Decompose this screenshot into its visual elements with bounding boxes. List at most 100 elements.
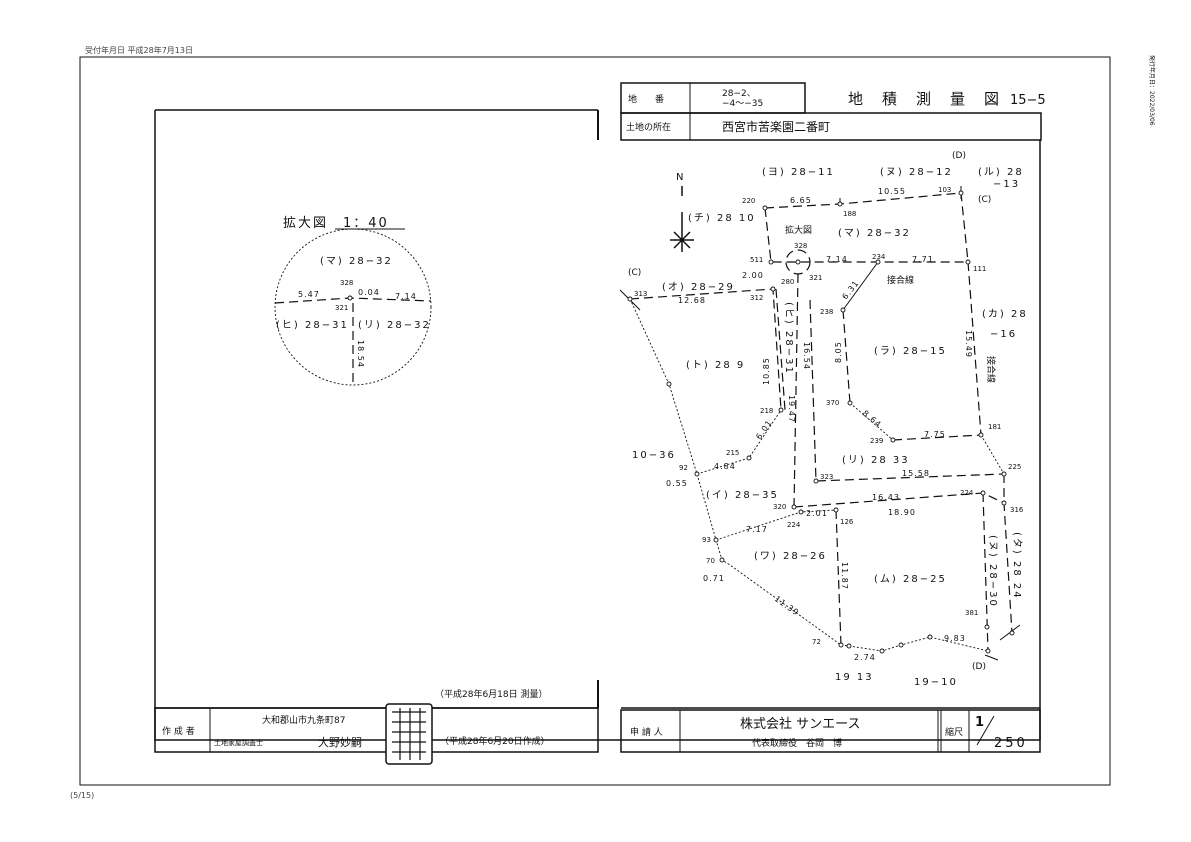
distance-label: 7.14 (826, 255, 848, 264)
point-label: 188 (843, 210, 856, 218)
point-label: 220 (742, 197, 755, 205)
created-date: （平成28年6月20日作成） (440, 735, 550, 747)
parcel-label: (ヌ) 28−12 (880, 167, 953, 178)
applicant-company: 株式会社 サンエース (740, 716, 860, 732)
lot-value-2: −4〜−35 (722, 99, 763, 109)
point-label: 511 (750, 256, 763, 264)
point-label: 93 (702, 536, 711, 544)
distance-labels: 6.65 10.55 7.71 7.14 2.00 12.68 6.31 16.… (666, 187, 973, 662)
parcel-label: (イ) 28−35 (706, 490, 779, 501)
point-label: 224 (787, 521, 801, 529)
point-label: 224 (960, 489, 974, 497)
inset-distance: 0.04 (358, 288, 380, 297)
inset-distance: 18.54 (356, 340, 365, 368)
point-label: 92 (679, 464, 688, 472)
distance-label: 6.01 (754, 418, 774, 441)
parcel-label: (ム) 28−25 (874, 573, 947, 585)
distance-label: 7.71 (912, 255, 934, 264)
parcel-label: (オ) 28−29 (662, 281, 735, 293)
parcel-label: (ラ) 28−15 (874, 345, 947, 357)
parcel-label: (タ) 28 24 (1011, 532, 1023, 600)
parcel-boundaries (619, 186, 1021, 661)
distance-label: 7.75 (924, 430, 946, 439)
author-label: 作 成 者 (162, 725, 195, 737)
author-address: 大和郡山市九条町87 (262, 714, 345, 726)
distance-label: 0.55 (666, 479, 688, 488)
distance-label: 8.05 (834, 341, 843, 363)
distance-label: 2.01 (806, 509, 828, 518)
survey-date: （平成28年6月18日 測量） (435, 688, 548, 700)
point-label: 234 (872, 253, 886, 261)
drawing-frame (154, 109, 1041, 741)
scale-denominator: 250 (994, 736, 1028, 751)
parcel-label: 19 13 (835, 672, 874, 683)
parcel-label: (リ) 28 33 (842, 455, 910, 466)
parcel-label: (チ) 28 10 (688, 212, 756, 224)
document-title: 地 積 測 量 図 (848, 90, 1001, 108)
parcel-labels: (ヨ) 28−11 (ヌ) 28−12 (ル) 28 −13 (D) (C) (… (628, 151, 1028, 688)
parcel-label: (カ) 28 (982, 308, 1028, 320)
author-title: 土地家屋調査士 (214, 738, 263, 747)
corner-label: (D) (972, 662, 986, 672)
corner-label: (D) (952, 151, 966, 161)
lot-value-1: 28−2、 (722, 89, 756, 99)
parcel-label: −16 (990, 329, 1017, 340)
point-label: 323 (820, 473, 833, 481)
parcel-label: −13 (993, 179, 1020, 190)
distance-label: 0.71 (703, 574, 725, 583)
point-label: 321 (809, 274, 822, 282)
distance-label: 15.49 (964, 330, 973, 358)
point-label: 181 (988, 423, 1001, 431)
location-label: 土地の所在 (626, 121, 671, 133)
applicant-label: 申 請 人 (630, 726, 663, 738)
scale-label: 縮尺 (945, 726, 963, 738)
lot-label: 地 番 (628, 93, 664, 105)
distance-label: 6.65 (790, 196, 812, 205)
parcel-label: (ト) 28 9 (686, 360, 745, 371)
applicant-representative: 代表取締役 谷岡 博 (752, 737, 842, 749)
point-label: 328 (794, 242, 807, 250)
inset-parcel-label: (マ) 28−32 (320, 256, 393, 267)
distance-label: 11.87 (840, 562, 849, 590)
distance-label: 7.17 (746, 525, 768, 534)
north-label: N (676, 172, 683, 183)
inset-distance: 5.47 (298, 290, 320, 299)
parcel-label: 10−36 (632, 450, 676, 461)
distance-label: 12.68 (678, 296, 706, 305)
point-labels: 220 188 103 511 328 321 280 234 111 313 … (634, 186, 1024, 646)
parcel-label: (ル) 28 (978, 167, 1024, 178)
north-arrow-icon: N (670, 172, 694, 252)
distance-label: 16.54 (802, 342, 811, 370)
inset-parcel-label: (リ) 28−32 (358, 320, 431, 331)
seal-stamp (385, 703, 433, 765)
point-label: 320 (773, 503, 786, 511)
point-label: 103 (938, 186, 951, 194)
point-label: 218 (760, 407, 773, 415)
point-label: 126 (840, 518, 854, 526)
receipt-note: 受付年月日 平成28年7月13日 (85, 45, 193, 55)
point-label: 72 (812, 638, 821, 646)
distance-label: 4.84 (714, 462, 736, 471)
inset-title: 拡大図 1：40 (283, 216, 389, 231)
scale-numerator: 1 (975, 715, 984, 730)
page-number: (5/15) (70, 791, 94, 800)
footer-table: （平成28年6月18日 測量） 作 成 者 大和郡山市九条町87 土地家屋調査士… (154, 688, 1041, 765)
point-label: 111 (973, 265, 986, 273)
inset-parcel-label: (ヒ) 28−31 (276, 319, 349, 331)
junction-line-label: 接合線 (985, 356, 997, 383)
inset-point-label: 328 (340, 279, 353, 287)
parcel-label: (ヨ) 28−11 (762, 167, 835, 178)
junction-line-label: 接合線 (887, 274, 914, 286)
corner-label: (C) (978, 195, 991, 205)
point-label: 312 (750, 294, 763, 302)
location-value: 西宮市苦楽園二番町 (722, 119, 830, 134)
inset-distance: 7.14 (395, 292, 417, 301)
parcel-label: (マ) 28−32 (838, 228, 911, 239)
distance-label: 16.43 (872, 493, 900, 502)
distance-label: 19.47 (787, 395, 796, 423)
parcel-label: (ワ) 28−26 (754, 551, 827, 562)
distance-label: 18.90 (888, 508, 916, 517)
parcel-label: (ヌ) 28−30 (987, 535, 998, 608)
point-label: 238 (820, 308, 833, 316)
